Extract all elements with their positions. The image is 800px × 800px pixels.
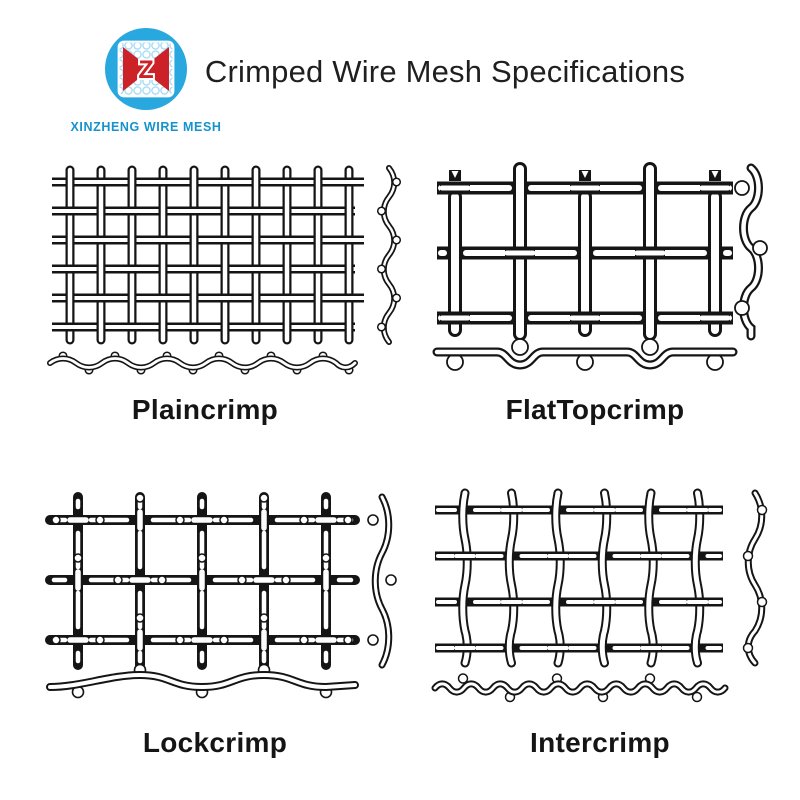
page-title: Crimped Wire Mesh Specifications	[204, 54, 686, 89]
lockcrimp-illustration	[45, 492, 397, 699]
flattopcrimp-label: FlatTopcrimp	[505, 394, 685, 425]
figure-lockcrimp	[35, 485, 403, 705]
logo-x-right	[146, 47, 169, 91]
brand-name: XINZHENG WIRE MESH	[70, 120, 222, 134]
plaincrimp-label: Plaincrimp	[131, 394, 279, 425]
intercrimp-illustration	[431, 488, 768, 703]
plaincrimp-illustration	[47, 165, 402, 375]
figure-intercrimp	[425, 485, 780, 710]
figure-plaincrimp	[40, 160, 410, 388]
intercrimp-label: Intercrimp	[530, 727, 670, 758]
lockcrimp-label: Lockcrimp	[142, 727, 288, 758]
logo-monogram: Z	[138, 56, 153, 84]
brand-logo: Z XINZHENG WIRE MESH	[61, 14, 231, 134]
brand-logo-icon: Z	[105, 28, 187, 110]
logo-x-left	[123, 47, 146, 91]
flattopcrimp-illustration	[432, 162, 768, 371]
figure-flattopcrimp	[425, 160, 780, 378]
